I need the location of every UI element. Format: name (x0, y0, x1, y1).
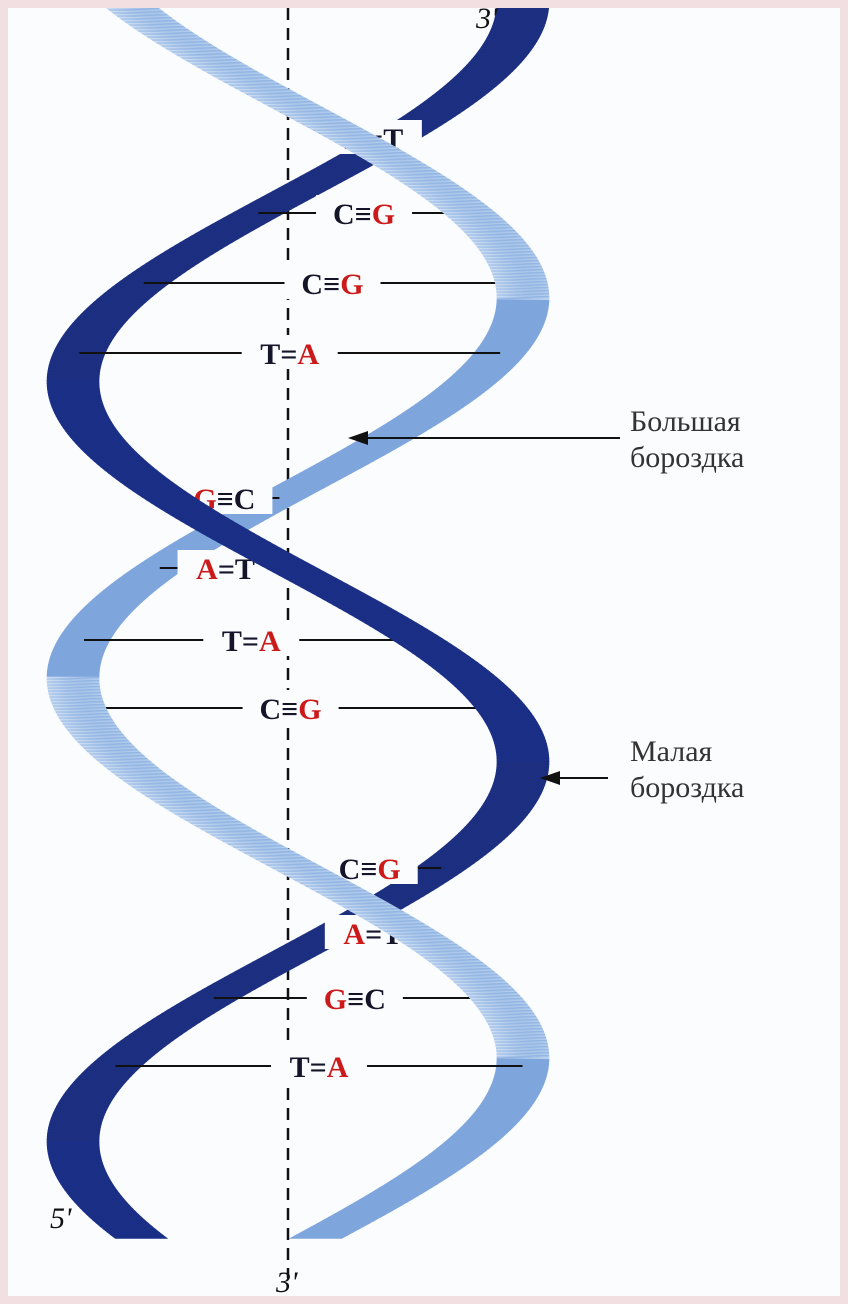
base-pair-left: C (260, 693, 282, 726)
base-pair-left: A (343, 918, 365, 951)
base-pair-bond: ≡ (323, 268, 340, 301)
base-pair-bond: ≡ (360, 853, 377, 886)
base-pair-right: A (297, 338, 319, 371)
base-pair-bond: = (218, 553, 235, 586)
base-pair-right: G (298, 693, 321, 726)
dna-double-helix-diagram: A=TC≡GC≡GT=AG≡CA=TT=AC≡GC≡GA=TG≡CT=A 3' … (8, 8, 840, 1296)
base-pair-left: A (196, 553, 218, 586)
base-pair-label: T=A (222, 625, 281, 658)
base-pair-right: C (364, 983, 386, 1016)
light-strand-segment (497, 296, 549, 300)
major-groove-label: Большая бороздка (630, 404, 744, 476)
base-pair-label: C≡G (333, 198, 395, 231)
base-pair-bond: = (280, 338, 297, 371)
light-strand-segment (290, 1235, 348, 1239)
base-pair-left: T (290, 1051, 310, 1084)
minor-groove-label: Малая бороздка (630, 734, 744, 806)
base-pair-right: G (377, 853, 400, 886)
base-pair-left: T (222, 625, 242, 658)
base-pair-left: C (301, 268, 323, 301)
minor-groove-arrow (540, 771, 608, 785)
minor-groove-label-line1: Малая (630, 734, 744, 770)
base-pair-label: C≡G (260, 693, 322, 726)
base-pair-label: C≡G (301, 268, 363, 301)
end-label-bottom-left: 5' (50, 1202, 72, 1235)
base-pair-left: C (333, 198, 355, 231)
dark-strand-segment (111, 1235, 168, 1239)
base-pair-bond: ≡ (355, 198, 372, 231)
major-groove-label-line1: Большая (630, 404, 744, 440)
base-pair-right: G (340, 268, 363, 301)
base-pair-left: T (260, 338, 280, 371)
base-pair-right: A (259, 625, 281, 658)
end-label-bottom-axis: 3' (275, 1266, 298, 1296)
base-pair-bond: ≡ (347, 983, 364, 1016)
major-groove-label-line2: бороздка (630, 440, 744, 476)
base-pair-right: A (327, 1051, 349, 1084)
minor-groove-label-line2: бороздка (630, 770, 744, 806)
base-pair-label: G≡C (324, 983, 386, 1016)
end-label-top-right: 3' (475, 8, 498, 35)
base-pair-label: T=A (260, 338, 319, 371)
base-pair-bond: ≡ (281, 693, 298, 726)
base-pair-bond: = (310, 1051, 327, 1084)
base-pair-right: G (372, 198, 395, 231)
base-pair-bond: ≡ (217, 483, 234, 516)
dark-strand-segment (497, 758, 549, 762)
base-pair-left: G (324, 983, 347, 1016)
light-strand-segment (497, 1055, 549, 1059)
base-pair-bond: = (242, 625, 259, 658)
base-pair-label: T=A (290, 1051, 349, 1084)
base-pair-right: C (234, 483, 256, 516)
dna-diagram-frame: A=TC≡GC≡GT=AG≡CA=TT=AC≡GC≡GA=TG≡CT=A 3' … (8, 8, 840, 1296)
